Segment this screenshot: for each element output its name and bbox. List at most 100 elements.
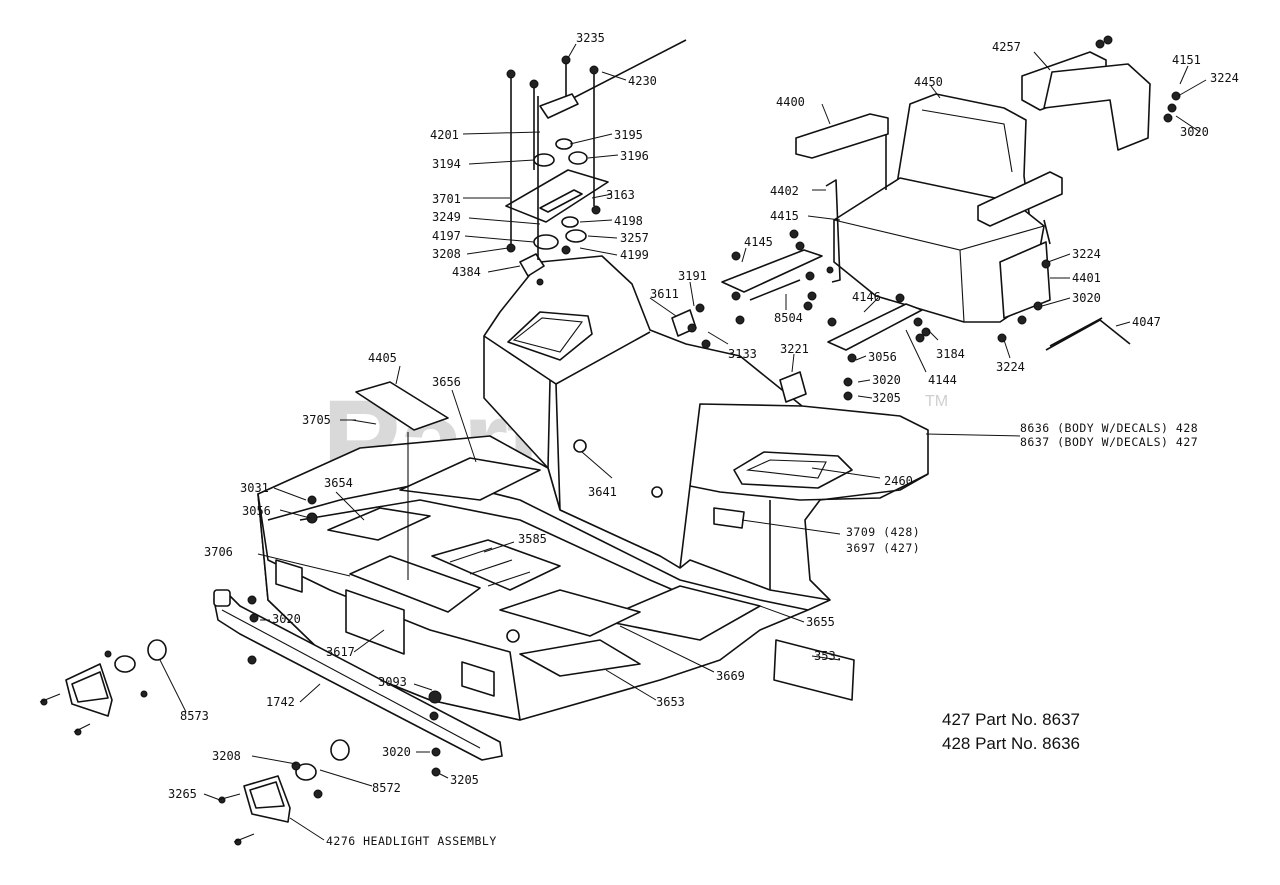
callout-3617: 3617 <box>326 645 355 659</box>
callout-4151: 4151 <box>1172 53 1201 67</box>
watermark-trademark: TM <box>925 393 948 410</box>
callout-3205-b: 3205 <box>450 773 479 787</box>
note-emblem-428: 3709 (428) <box>846 525 920 539</box>
callout-3056-b: 3056 <box>242 504 271 518</box>
callout-353: 353. <box>814 649 843 663</box>
callout-3585: 3585 <box>518 532 547 546</box>
callout-3641: 3641 <box>588 485 617 499</box>
callout-3224: 3224 <box>1210 71 1239 85</box>
seat-deck-recess <box>733 451 853 489</box>
headlight-bulb-left <box>114 655 136 673</box>
seat-spring-8504 <box>749 279 801 301</box>
callout-4145: 4145 <box>744 235 773 249</box>
callout-4230: 4230 <box>628 74 657 88</box>
callout-4450: 4450 <box>914 75 943 89</box>
callout-3224-c: 3224 <box>996 360 1025 374</box>
mount-plate-3701 <box>505 169 609 223</box>
callout-3669: 3669 <box>716 669 745 683</box>
cowl-right-fender-lower <box>769 500 801 601</box>
socket-8573 <box>147 639 167 661</box>
bumper-assembly-drawing <box>39 495 503 846</box>
callout-3020-d: 3020 <box>272 612 301 626</box>
callout-4197: 4197 <box>432 229 461 243</box>
callout-2460: 2460 <box>884 474 913 488</box>
bushing-3196 <box>568 151 588 165</box>
note-body-428: 8636 (BODY W/DECALS) 428 <box>1020 421 1198 435</box>
armrest-right <box>977 171 1063 227</box>
callout-3655: 3655 <box>806 615 835 629</box>
seat-rail-4144 <box>827 303 923 351</box>
headlight-bulb-right <box>295 763 317 781</box>
callout-4402: 4402 <box>770 184 799 198</box>
arm-bracket-4402 <box>825 179 841 283</box>
callout-labels: 3235 4230 4201 3195 3194 3196 3701 3163 … <box>168 31 1239 801</box>
callout-3133: 3133 <box>728 347 757 361</box>
callout-4400: 4400 <box>776 95 805 109</box>
callout-3706: 3706 <box>204 545 233 559</box>
callout-3257: 3257 <box>620 231 649 245</box>
notes: 8636 (BODY W/DECALS) 428 8637 (BODY W/DE… <box>326 421 1198 848</box>
spring-4151 <box>1043 63 1151 151</box>
floor-panel-3654 <box>327 507 431 541</box>
floor-panel-3653 <box>519 639 641 677</box>
part-number-427: 427 Part No. 8637 <box>942 710 1080 729</box>
callout-3653: 3653 <box>656 695 685 709</box>
callout-3221: 3221 <box>780 342 809 356</box>
callout-3205: 3205 <box>872 391 901 405</box>
callout-3705: 3705 <box>302 413 331 427</box>
callout-3163: 3163 <box>606 188 635 202</box>
callout-3611: 3611 <box>650 287 679 301</box>
callout-3194: 3194 <box>432 157 461 171</box>
seat-rail-4145 <box>721 249 823 293</box>
floor-mat-4405 <box>355 381 449 431</box>
bumper-end-cap <box>213 589 231 607</box>
bearing-3257 <box>565 229 587 243</box>
cowl-right-edge <box>689 403 803 487</box>
cowl-side-edge <box>547 379 551 469</box>
mat-strip-3705 <box>351 419 377 425</box>
floor-front-lip <box>267 479 809 611</box>
bushing-3195 <box>555 138 573 150</box>
trim-strip-353 <box>773 639 855 701</box>
armrest-4400 <box>795 113 889 159</box>
cowl-right-fender <box>804 473 929 601</box>
floor-panel-3706 <box>349 555 481 613</box>
callout-4146: 4146 <box>852 290 881 304</box>
callout-4384: 4384 <box>452 265 481 279</box>
note-body-427: 8637 (BODY W/DECALS) 427 <box>1020 435 1198 449</box>
callout-1742: 1742 <box>266 695 295 709</box>
callout-3196: 3196 <box>620 149 649 163</box>
callout-3031: 3031 <box>240 481 269 495</box>
callout-8572: 8572 <box>372 781 401 795</box>
callout-3235: 3235 <box>576 31 605 45</box>
callout-4401: 4401 <box>1072 271 1101 285</box>
callout-3020: 3020 <box>1180 125 1209 139</box>
callout-3184: 3184 <box>936 347 965 361</box>
callout-3265: 3265 <box>168 787 197 801</box>
seat-assembly-drawing <box>671 35 1181 403</box>
floor-panel-3656 <box>399 457 541 501</box>
callout-3191: 3191 <box>678 269 707 283</box>
leader-lines <box>159 43 1207 841</box>
seat-hardware <box>687 35 1181 401</box>
callout-4405: 4405 <box>368 351 397 365</box>
callout-3020-c: 3020 <box>872 373 901 387</box>
callout-3249: 3249 <box>432 210 461 224</box>
callout-3654: 3654 <box>324 476 353 490</box>
callout-4201: 4201 <box>430 128 459 142</box>
callout-8573: 8573 <box>180 709 209 723</box>
seat-hinge-4401 <box>999 241 1051 319</box>
callout-8504: 8504 <box>774 311 803 325</box>
washer-4198 <box>561 216 579 228</box>
callout-3056: 3056 <box>868 350 897 364</box>
headlight-hole-left <box>275 559 303 593</box>
callout-4198: 4198 <box>614 214 643 228</box>
callout-4415: 4415 <box>770 209 799 223</box>
model-part-numbers: 427 Part No. 8637 428 Part No. 8636 <box>942 710 1080 753</box>
front-emblem-slot <box>345 589 405 655</box>
callout-4257: 4257 <box>992 40 1021 54</box>
callout-3701: 3701 <box>432 192 461 206</box>
socket-8572 <box>330 739 350 761</box>
seat-rod-4047 <box>1045 319 1131 351</box>
callout-3020-b: 3020 <box>1072 291 1101 305</box>
